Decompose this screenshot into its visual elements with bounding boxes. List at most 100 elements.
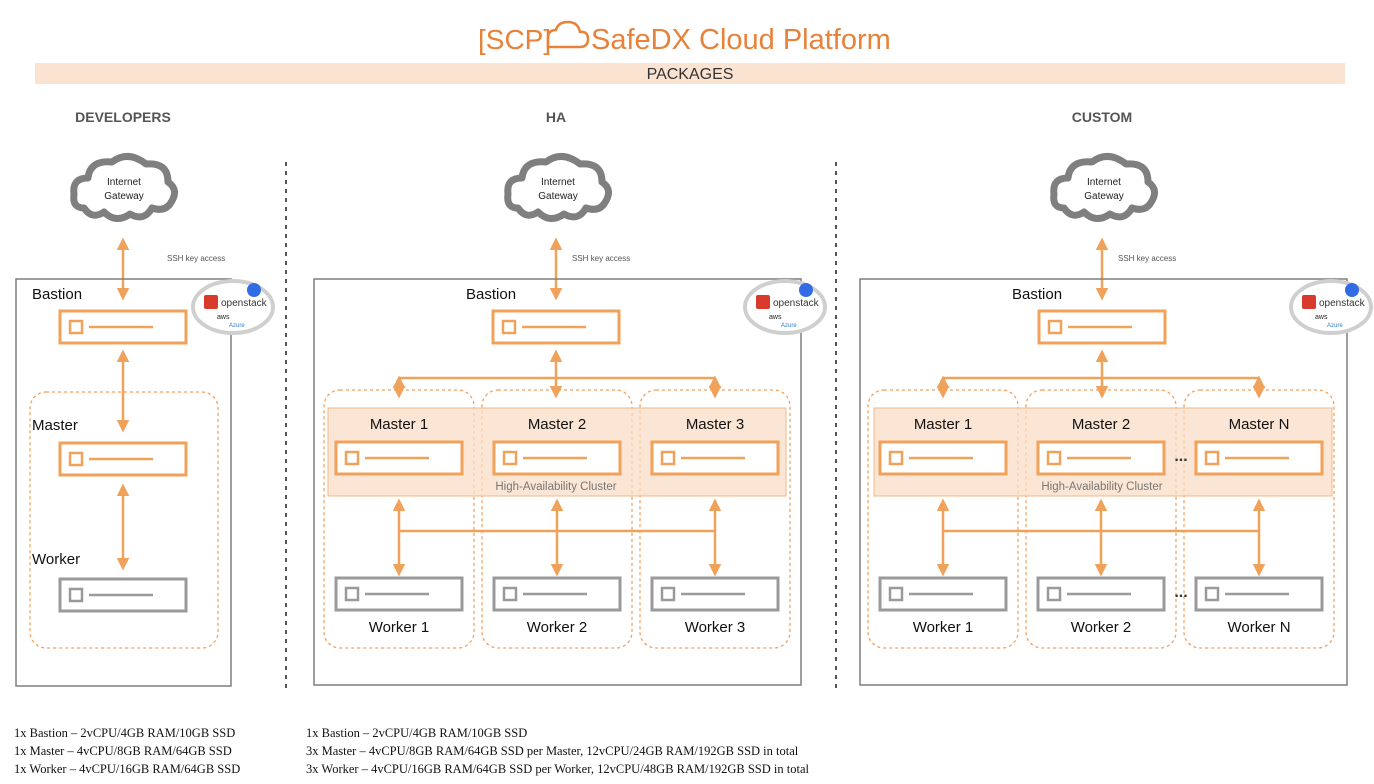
bastion-label: Bastion [1012,286,1062,303]
master-server [58,441,188,477]
server-led-icon [660,586,676,602]
worker-server [58,577,188,613]
node-group-outline [481,389,633,649]
spec-line: 1x Master – 4vCPU/8GB RAM/64GB SSD [14,744,232,758]
server-led-icon [1047,319,1063,335]
server-led-icon [68,319,84,335]
server-led-icon [344,450,360,466]
spec-line: 3x Worker – 4vCPU/16GB RAM/64GB SSD per … [306,762,809,776]
column-title: HA [546,109,566,125]
cloud-shape [70,153,178,222]
master-server [334,440,464,476]
environment-frame [15,278,232,687]
column-title: CUSTOM [1072,109,1132,125]
master-label: Master [32,417,78,434]
server-led-icon [888,586,904,602]
worker-label: Worker 2 [1071,619,1132,636]
worker-label: Worker [32,551,80,568]
internet-gateway-cloud-icon [1050,153,1158,222]
server-led-icon [344,586,360,602]
server-led-icon [1204,586,1220,602]
ha-specs: 1x Bastion – 2vCPU/4GB RAM/10GB SSD 3x M… [306,724,809,778]
master-server [650,440,780,476]
worker-server [650,576,780,612]
master-label: Master 1 [914,416,972,433]
master-label: Master N [1229,416,1290,433]
node-group-outline [1183,389,1335,649]
worker-label: Worker 1 [913,619,974,636]
bastion-server [58,309,188,345]
openstack-label: openstack [221,298,268,309]
master-label: Master 3 [686,416,744,433]
server-led-icon [888,450,904,466]
master-server [878,440,1008,476]
node-group-outline [1025,389,1177,649]
master-label: Master 2 [528,416,586,433]
worker-label: Worker 2 [527,619,588,636]
cloud-shape [1050,153,1158,222]
worker-server [492,576,622,612]
server-led-icon [502,450,518,466]
worker-label: Worker 1 [369,619,430,636]
kubernetes-icon [799,283,813,297]
logo-text: [SCP] [478,24,551,55]
bastion-server [1037,309,1167,345]
cloud-shape [504,153,612,222]
ssh-access-label: SSH key access [167,254,225,263]
openstack-icon [756,295,770,309]
ellipsis: ... [1174,448,1187,465]
packages-banner [35,63,1345,84]
packages-banner-label: PACKAGES [647,66,734,83]
kubernetes-icon [1345,283,1359,297]
gateway-label: Gateway [104,191,143,202]
spec-line: 1x Worker – 4vCPU/16GB RAM/64GB SSD [14,762,241,776]
node-group-outline [323,389,475,649]
azure-label: Azure [781,323,797,329]
gateway-label: Gateway [538,191,577,202]
spec-line: 3x Master – 4vCPU/8GB RAM/64GB SSD per M… [306,744,799,758]
worker-server [878,576,1008,612]
server-led-icon [502,586,518,602]
aws-label: aws [769,314,782,321]
ssh-access-label: SSH key access [1118,254,1176,263]
ellipsis: ... [1174,584,1187,601]
openstack-label: openstack [1319,298,1366,309]
brand-logo: [SCP] SafeDX Cloud Platform [478,20,891,56]
master-server [1194,440,1324,476]
cluster-label: High-Availability Cluster [1041,481,1162,493]
spec-line: 1x Bastion – 2vCPU/4GB RAM/10GB SSD [306,726,528,740]
worker-server [1036,576,1166,612]
kubernetes-icon [247,283,261,297]
gateway-label: Internet [541,177,575,188]
cluster-label: High-Availability Cluster [495,481,616,493]
master-label: Master 1 [370,416,428,433]
master-server [492,440,622,476]
ssh-access-label: SSH key access [572,254,630,263]
worker-server [1194,576,1324,612]
bastion-server [491,309,621,345]
openstack-icon [204,295,218,309]
azure-label: Azure [1327,323,1343,329]
environment-frame [859,278,1348,686]
openstack-label: openstack [773,298,820,309]
internet-gateway-cloud-icon [504,153,612,222]
master-label: Master 2 [1072,416,1130,433]
spec-line: 1x Bastion – 2vCPU/4GB RAM/10GB SSD [14,726,236,740]
aws-label: aws [217,314,230,321]
worker-label: Worker 3 [685,619,746,636]
cloud-provider-badge [743,279,827,335]
column-title: DEVELOPERS [75,109,171,125]
server-led-icon [501,319,517,335]
gateway-label: Internet [107,177,141,188]
cloud-provider-badge [1289,279,1373,335]
environment-frame [313,278,802,686]
server-led-icon [1046,450,1062,466]
internet-gateway-cloud-icon [70,153,178,222]
node-group-outline [867,389,1019,649]
server-led-icon [1204,450,1220,466]
gateway-label: Internet [1087,177,1121,188]
server-led-icon [1046,586,1062,602]
gateway-label: Gateway [1084,191,1123,202]
app-title: SafeDX Cloud Platform [591,24,891,56]
